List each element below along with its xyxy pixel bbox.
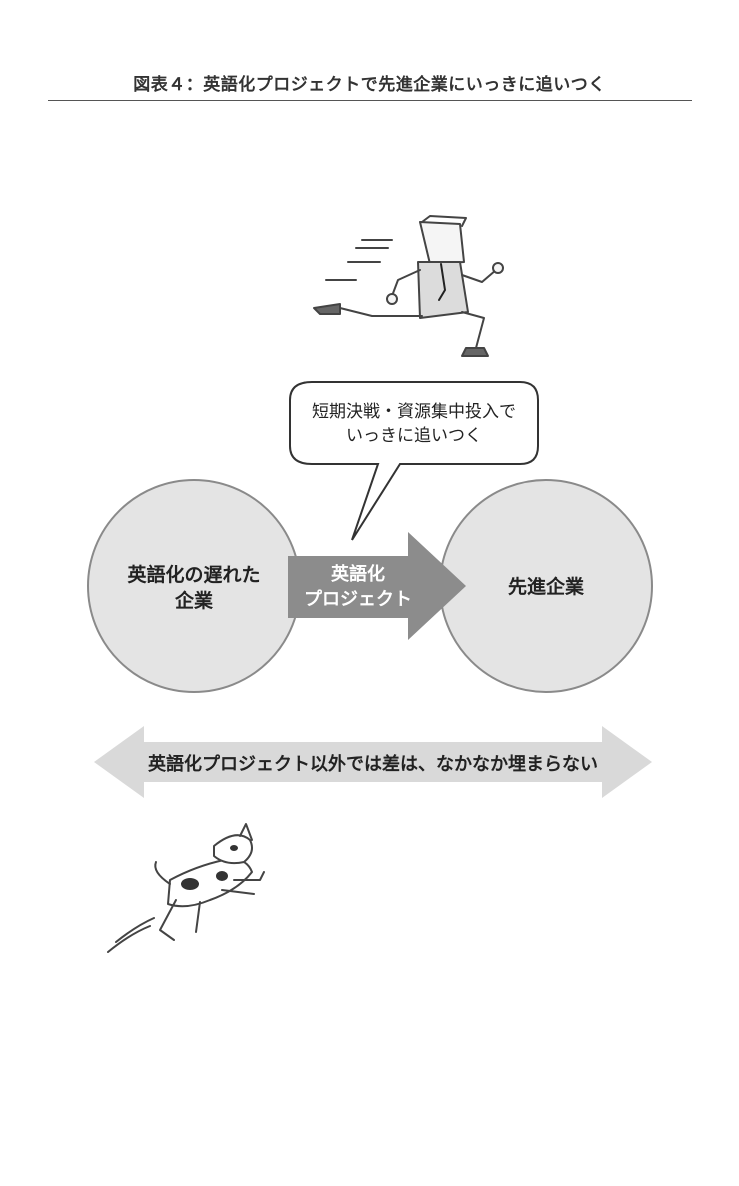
gap-double-arrow-shape <box>94 726 652 798</box>
lagging-company-line-1: 英語化の遅れた <box>127 564 261 586</box>
project-arrow-label: 英語化 プロジェクト <box>288 562 428 612</box>
speech-bubble-shape <box>289 381 539 541</box>
lagging-company-line-2: 企業 <box>174 590 213 612</box>
figure-title: 図表４：英語化プロジェクトで先進企業にいっきに追いつく <box>133 75 606 95</box>
project-arrow-line-1: 英語化 <box>331 564 385 585</box>
project-arrow-shape <box>288 532 466 640</box>
speech-bubble-text: 短期決戦・資源集中投入で いっきに追いつく <box>290 400 538 448</box>
project-arrow-line-2: プロジェクト <box>304 589 412 610</box>
running-businessman-illustration <box>313 215 504 357</box>
speech-bubble-line-1: 短期決戦・資源集中投入で <box>312 402 516 422</box>
running-dog-illustration <box>107 823 265 953</box>
title-divider <box>48 100 692 101</box>
lagging-company-label: 英語化の遅れた 企業 <box>104 562 284 614</box>
gap-arrow-label: 英語化プロジェクト以外では差は、なかなか埋まらない <box>148 754 598 775</box>
advanced-company-label: 先進企業 <box>507 576 584 598</box>
speech-bubble-line-2: いっきに追いつく <box>346 426 482 446</box>
